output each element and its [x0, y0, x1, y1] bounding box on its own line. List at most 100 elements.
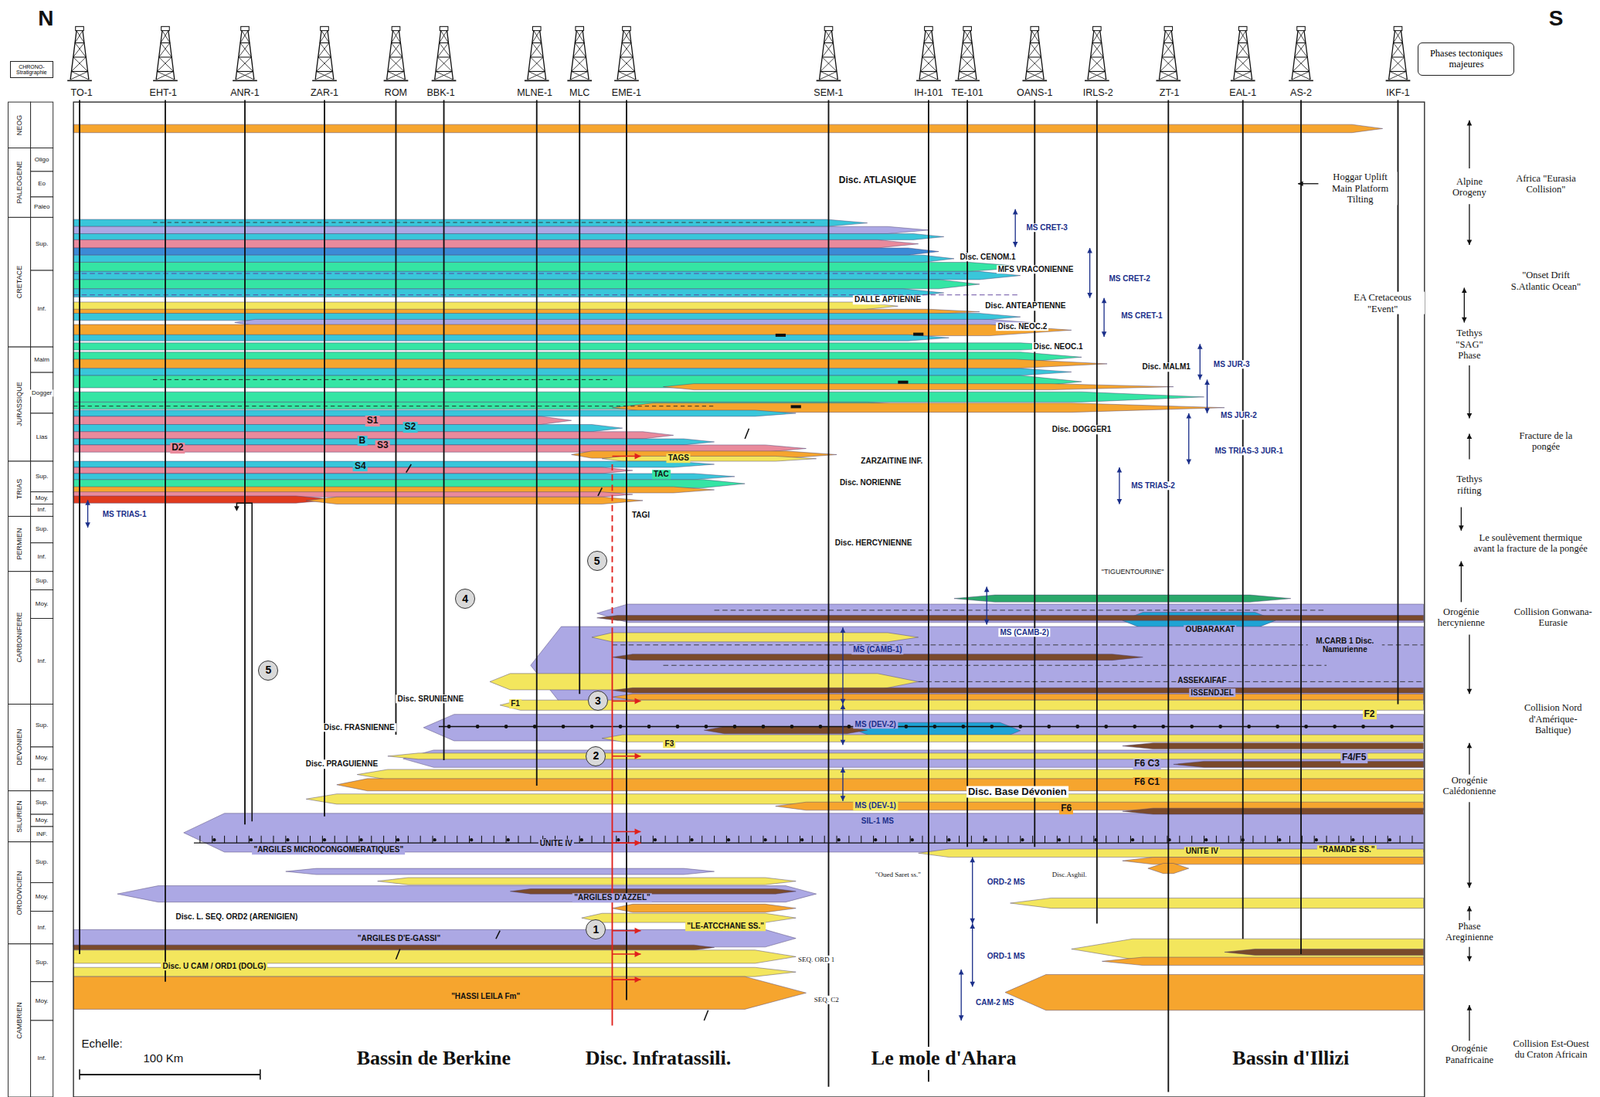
derrick	[571, 57, 587, 72]
derrick	[156, 71, 174, 80]
stage-cell-frame	[30, 981, 54, 1021]
bead	[249, 838, 253, 842]
derrick	[574, 42, 585, 44]
strata-band	[1122, 743, 1424, 750]
well-line	[927, 99, 930, 1082]
arrow-head	[1012, 241, 1019, 248]
arrow-line	[1103, 298, 1105, 337]
derrick	[1163, 42, 1173, 44]
derrick	[1088, 71, 1106, 80]
derrick	[1092, 30, 1101, 44]
bead	[618, 724, 623, 729]
derrick	[439, 30, 448, 44]
tick	[603, 835, 605, 843]
derrick	[954, 80, 980, 82]
derrick	[959, 71, 977, 80]
bead	[847, 724, 852, 729]
derrick	[1389, 71, 1407, 72]
bead	[285, 838, 289, 842]
arrow-head	[958, 969, 965, 975]
derrick	[1296, 30, 1305, 44]
arrow-head	[840, 699, 846, 705]
bead	[1332, 724, 1337, 729]
derrick	[962, 42, 972, 44]
tick	[1375, 835, 1376, 843]
stage-cell: Lias	[34, 433, 50, 441]
tick	[334, 835, 336, 843]
tick	[395, 835, 397, 843]
fault	[495, 930, 500, 940]
derrick	[67, 80, 92, 82]
tick	[1264, 835, 1266, 843]
derrick	[238, 57, 254, 72]
tick	[261, 835, 262, 843]
derrick	[1236, 57, 1251, 72]
sequence-label: MS (CAMB-2)	[998, 628, 1050, 638]
event-note: EA Cretaceous "Event"	[1340, 292, 1426, 315]
marker	[791, 404, 802, 408]
stage-cell: Sup.	[33, 798, 50, 806]
derrick	[1160, 71, 1178, 80]
derrick	[1088, 71, 1105, 72]
derrick	[532, 26, 541, 31]
era-cell: CAMBRIEN	[15, 1000, 24, 1041]
derrick	[822, 57, 837, 72]
arrow-line	[1464, 288, 1465, 323]
strata-band	[611, 687, 1424, 693]
unconformity-label: Disc. Base Dévonien	[966, 785, 1069, 798]
arrow-head	[1461, 317, 1468, 323]
bead	[1218, 724, 1223, 729]
tectonic-event: Collision Nord d'Amérique-Baltique)	[1509, 703, 1597, 737]
derrick	[816, 80, 842, 82]
south-mark: S	[1547, 6, 1566, 31]
derrick	[963, 26, 972, 31]
tick	[713, 835, 715, 843]
unconformity-label: Disc. NORIENNE	[838, 478, 903, 488]
strata-band	[954, 594, 1291, 602]
derrick	[1084, 80, 1110, 82]
well-line	[244, 99, 246, 825]
tick	[1362, 835, 1364, 843]
derrick	[824, 42, 834, 44]
bead	[475, 724, 480, 729]
stage-cell-frame	[30, 618, 54, 704]
derrick	[73, 42, 85, 57]
red-dashed-line	[611, 464, 614, 628]
derrick	[1093, 30, 1102, 44]
derrick	[620, 57, 636, 72]
stage-cell-frame	[30, 769, 54, 792]
stage-cell: Oligo	[33, 156, 51, 164]
tick	[689, 835, 690, 843]
era-cell-frame	[8, 516, 31, 571]
unconformity-label: Disc. NEOC.1	[1032, 342, 1085, 352]
bead	[616, 838, 620, 842]
derrick	[1292, 57, 1308, 72]
stage-cell-frame	[30, 1020, 54, 1097]
unit-label: ASSEKAIFAF	[1175, 676, 1228, 686]
arrow-line	[1468, 801, 1470, 888]
derrick	[923, 30, 932, 44]
derrick	[1234, 71, 1251, 72]
chrono-box: CHRONO- Stratigraphie	[10, 61, 54, 79]
arrow-head	[1467, 956, 1473, 962]
derrick	[160, 30, 169, 44]
derrick	[439, 42, 449, 44]
sequence-label: MS CRET-2	[1107, 274, 1152, 284]
sequence-label: MS TRIAS-3 JUR-1	[1212, 446, 1285, 456]
derrick	[527, 71, 545, 80]
arrow-head	[1012, 209, 1019, 215]
tick	[676, 835, 678, 843]
callout-number: 5	[258, 660, 279, 681]
derrick	[920, 71, 938, 80]
tick	[983, 835, 985, 843]
derrick	[1391, 42, 1403, 57]
tick	[910, 835, 911, 843]
tick	[1191, 835, 1193, 843]
derrick	[1294, 42, 1306, 57]
tick	[1081, 835, 1083, 843]
arrow-line	[1468, 635, 1470, 695]
stage-cell: Dogger	[30, 389, 54, 397]
strata-band	[73, 254, 955, 262]
callout-number: 3	[587, 690, 609, 711]
